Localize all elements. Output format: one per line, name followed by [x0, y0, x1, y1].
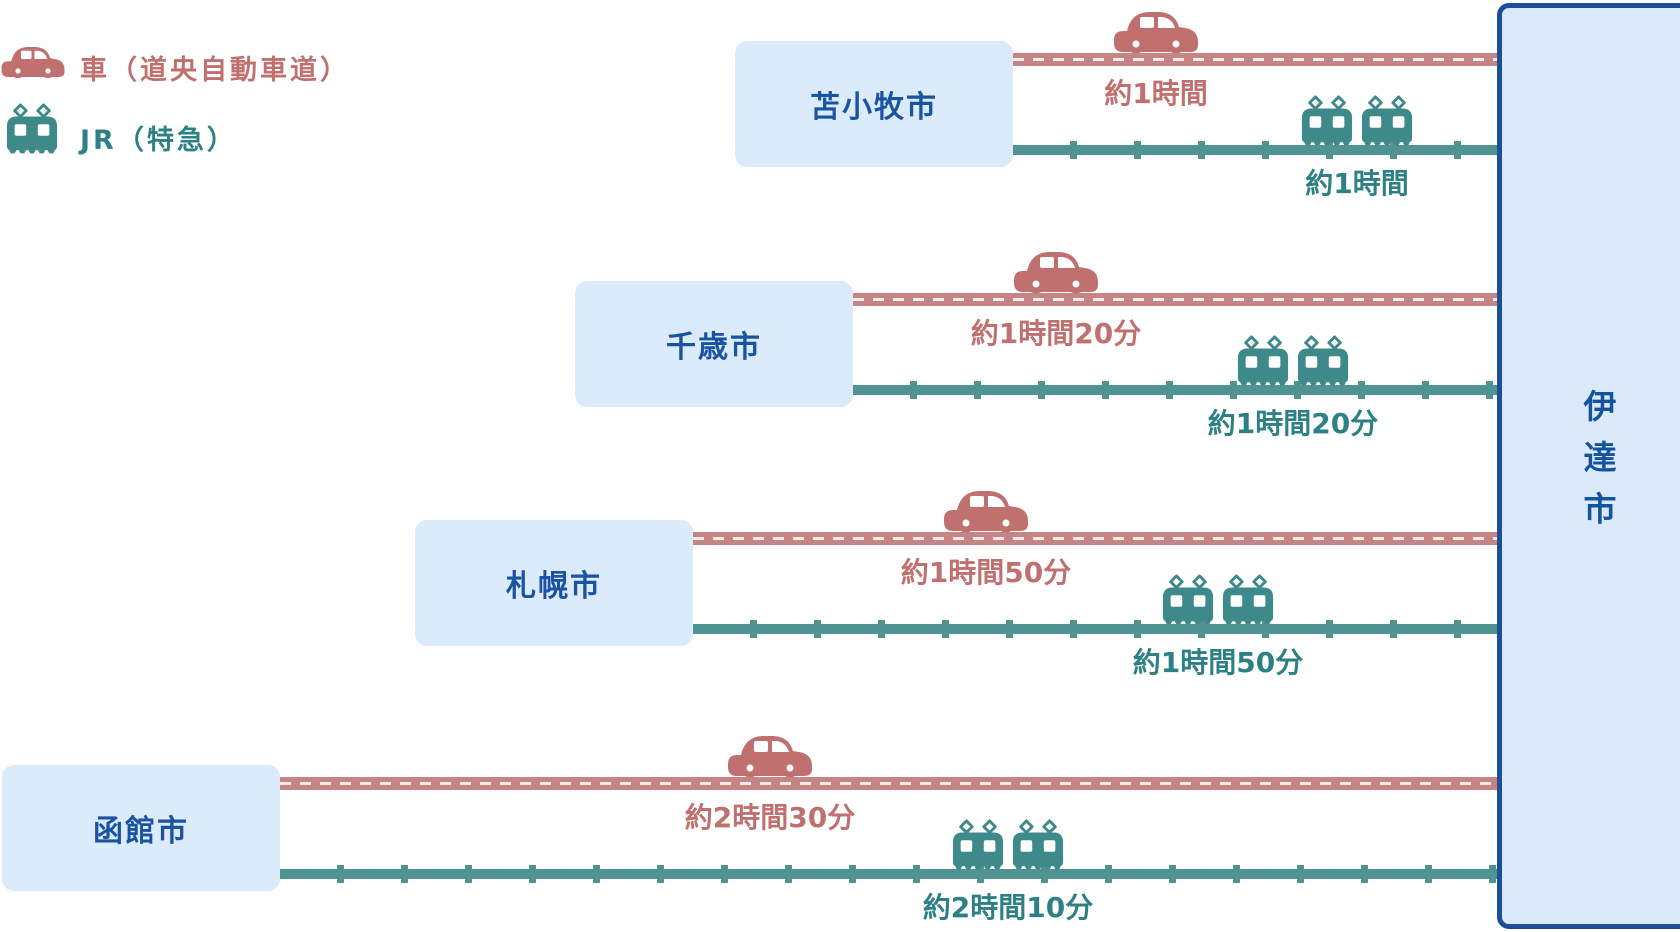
city-label: 千歳市 [666, 330, 762, 365]
destination-label: 伊達市 [1578, 389, 1617, 543]
car-icon [1012, 242, 1100, 294]
train-icon [1296, 334, 1350, 390]
legend-car-label: 車（道央自動車道） [80, 55, 350, 86]
car-icon [1112, 2, 1200, 54]
road-dash [693, 537, 1497, 540]
car-icon [0, 36, 66, 82]
rail-bar [853, 385, 1497, 395]
road-dash [853, 298, 1497, 301]
car-time-label: 約1時間20分 [970, 317, 1142, 350]
jr-route-line [1013, 141, 1497, 159]
car-time-label: 約2時間30分 [684, 801, 856, 834]
jr-route-line [693, 620, 1497, 638]
city-box-hakodate: 函館市 [2, 765, 280, 891]
road-dash [280, 782, 1497, 785]
train-icon [951, 818, 1005, 874]
destination-box-date: 伊達市 [1497, 3, 1680, 929]
train-icon [1236, 334, 1290, 390]
rail-bar [693, 624, 1497, 634]
car-route-line [693, 532, 1497, 545]
rail-bar [1013, 145, 1497, 155]
train-pair [1236, 334, 1350, 390]
city-label: 札幌市 [506, 569, 602, 604]
train-pair [1161, 573, 1275, 629]
train-pair [951, 818, 1065, 874]
car-icon [726, 726, 814, 778]
car-route-line [280, 777, 1497, 790]
city-label: 苫小牧市 [810, 90, 938, 125]
jr-time-label: 約1時間50分 [1132, 646, 1304, 679]
jr-route-line [280, 865, 1497, 883]
train-icon [1161, 573, 1215, 629]
car-time-label: 約1時間50分 [900, 556, 1072, 589]
city-label: 函館市 [93, 814, 189, 849]
rail-bar [280, 869, 1497, 879]
city-box-sapporo: 札幌市 [415, 520, 693, 646]
train-icon [5, 102, 59, 158]
car-time-label: 約1時間 [1104, 77, 1208, 110]
car-icon [942, 481, 1030, 533]
train-icon [1011, 818, 1065, 874]
train-icon [1300, 94, 1354, 150]
jr-time-label: 約1時間 [1305, 167, 1409, 200]
car-route-line [853, 293, 1497, 306]
legend-jr-label: JR（特急） [80, 125, 237, 156]
city-box-chitose: 千歳市 [575, 281, 853, 407]
jr-time-label: 約1時間20分 [1207, 407, 1379, 440]
car-route-line [1013, 53, 1497, 66]
road-dash [1013, 58, 1497, 61]
train-icon [1221, 573, 1275, 629]
train-pair [1300, 94, 1414, 150]
jr-route-line [853, 381, 1497, 399]
train-icon [1360, 94, 1414, 150]
city-box-tomakomai: 苫小牧市 [735, 41, 1013, 167]
jr-time-label: 約2時間10分 [922, 891, 1094, 924]
